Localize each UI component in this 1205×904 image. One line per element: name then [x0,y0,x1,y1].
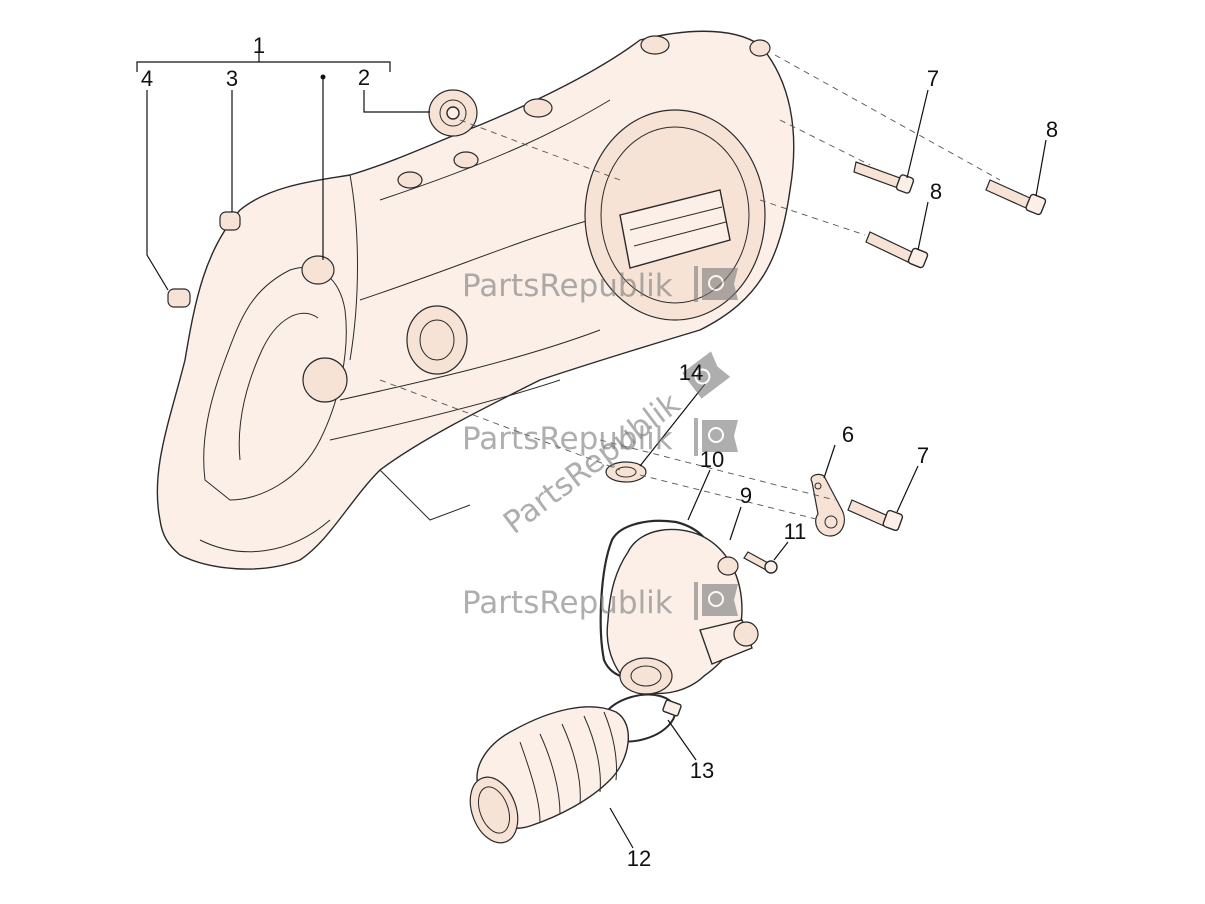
watermark-text: PartsRepublik [497,386,687,542]
gear-icon [682,351,731,399]
callout-9: 9 [740,483,752,508]
callout-labels: 1 2 3 4 6 7 7 8 8 9 10 11 12 13 14 [141,33,1058,871]
callout-13: 13 [690,758,714,783]
callout-3: 3 [226,66,238,91]
callout-2: 2 [358,65,370,90]
callout-8-right: 8 [1046,117,1058,142]
transmission-cover[interactable] [156,30,795,570]
fitting-14[interactable] [605,461,647,483]
bearing[interactable] [428,89,478,137]
callout-14: 14 [679,360,703,385]
gear-icon [702,420,738,452]
watermark-text: PartsRepublik [462,585,673,621]
callout-10: 10 [700,447,724,472]
watermark-2: PartsRepublik [462,418,738,457]
gear-icon [702,584,738,616]
callout-11: 11 [784,519,807,544]
callout-7-lower: 7 [917,443,929,468]
watermark-4: PartsRepublik [462,582,738,621]
screw-8-lower[interactable] [865,231,929,269]
alignment-lines [379,54,1001,521]
screw-8-right[interactable] [985,179,1047,216]
screw-11[interactable] [743,551,778,574]
callout-12: 12 [627,846,651,871]
watermark-text: PartsRepublik [462,268,673,304]
leader-lines [136,48,1047,849]
watermark-1: PartsRepublik [462,266,738,304]
screw-7-lower[interactable] [847,499,904,532]
intake-housing[interactable] [606,528,759,695]
bushing-3[interactable] [219,211,241,231]
watermark-text: PartsRepublik [462,421,673,457]
gear-icon [702,268,738,300]
callout-8-lower: 8 [930,179,942,204]
callout-1: 1 [253,33,265,58]
bracket[interactable] [810,473,845,537]
intake-sleeve[interactable] [462,706,629,850]
callout-6: 6 [842,422,854,447]
callout-4: 4 [141,66,153,91]
bushing-4[interactable] [167,288,191,308]
callout-7-upper: 7 [927,66,939,91]
screw-7-upper[interactable] [853,161,915,194]
